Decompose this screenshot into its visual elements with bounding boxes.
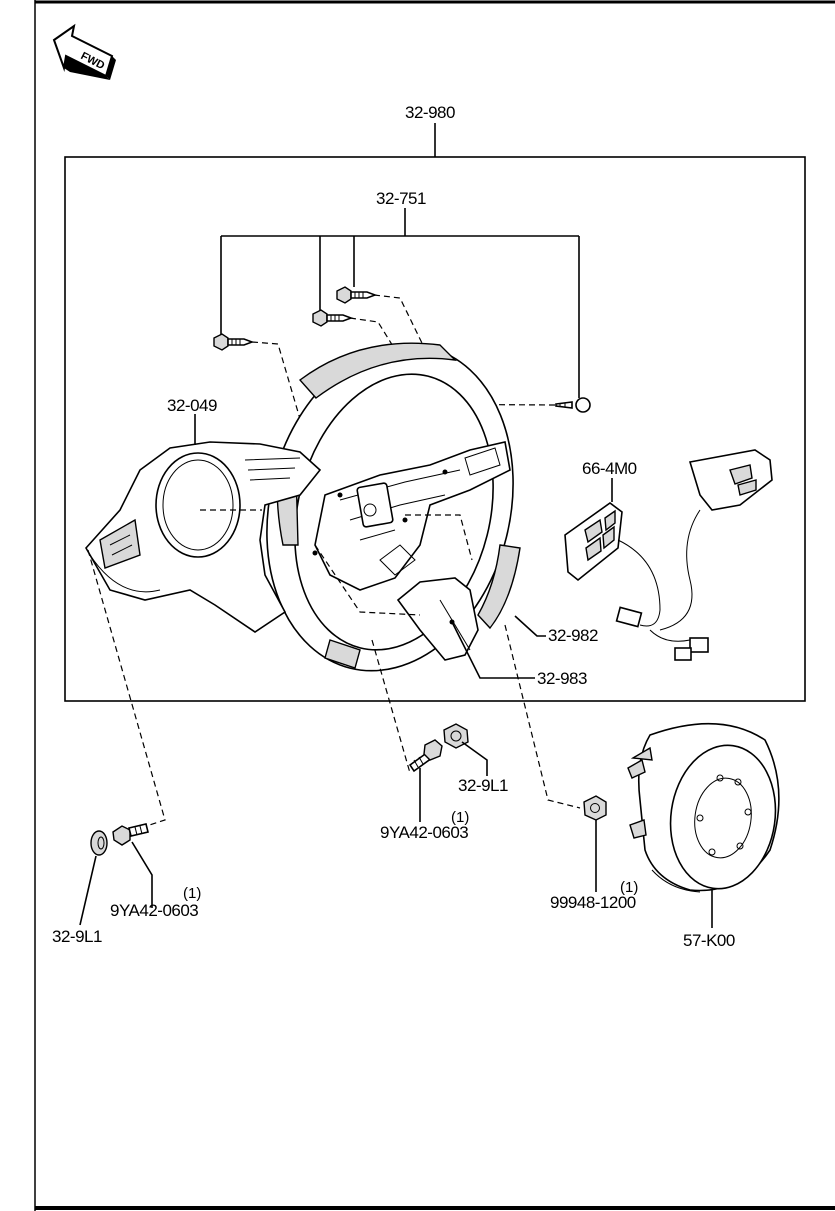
steering-cover — [85, 441, 322, 633]
label-32-049: 32-049 — [167, 396, 217, 415]
label-center-bolt-qty: (1) — [451, 809, 469, 826]
label-right-nut: 99948-1200 — [550, 893, 636, 912]
screw-3 — [336, 286, 378, 304]
label-left-bolt: 9YA42-0603 — [110, 901, 198, 920]
bolt-left — [112, 823, 149, 846]
label-center-nut: 32-9L1 — [458, 776, 508, 795]
label-32-982: 32-982 — [548, 626, 598, 645]
label-32-980: 32-980 — [405, 103, 455, 122]
nut-right — [583, 795, 607, 821]
label-center-bolt: 9YA42-0603 — [380, 823, 468, 842]
label-32-983: 32-983 — [537, 669, 587, 688]
label-right-nut-qty: (1) — [620, 879, 638, 896]
label-32-751: 32-751 — [376, 189, 426, 208]
switch-assembly — [564, 449, 773, 661]
nut-left — [90, 830, 108, 856]
label-airbag: 57-K00 — [683, 931, 735, 950]
screw-1 — [213, 333, 255, 351]
steering-wheel — [266, 342, 521, 672]
label-66-4M0: 66-4M0 — [582, 459, 637, 478]
screw-4 — [555, 397, 591, 413]
airbag-module — [627, 722, 780, 893]
bolt-center — [408, 739, 443, 773]
label-left-bolt-qty: (1) — [183, 885, 201, 902]
screw-2 — [312, 309, 354, 327]
fwd-arrow-icon: FWD — [52, 23, 116, 80]
label-left-nut: 32-9L1 — [52, 927, 102, 946]
